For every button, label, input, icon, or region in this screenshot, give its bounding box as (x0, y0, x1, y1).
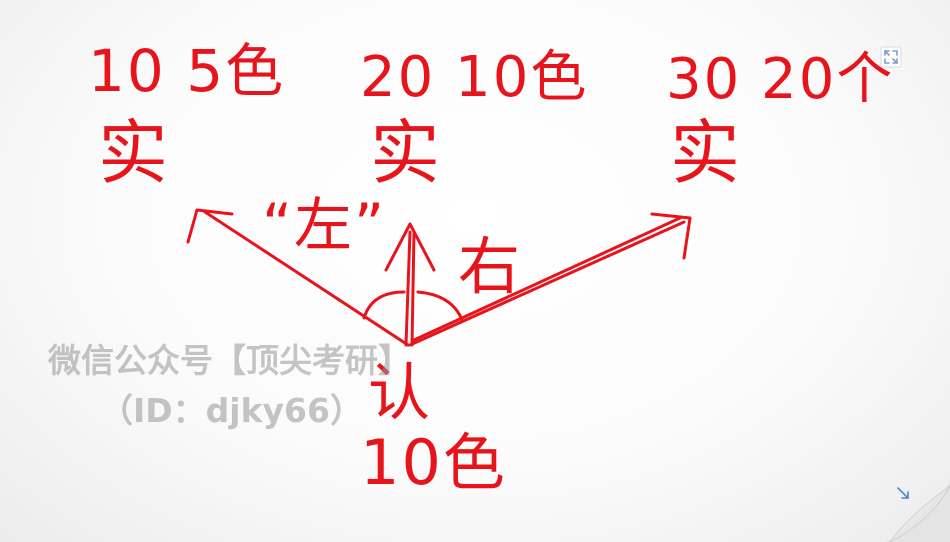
center-arrow-head (384, 222, 436, 272)
bottom-top-label: 认 (368, 356, 433, 429)
expand-icon[interactable] (880, 46, 902, 68)
right-arrow-label: 右 (458, 230, 523, 303)
left-arrow-head (186, 208, 234, 244)
center-bottom-label: 实 (370, 112, 442, 194)
bottom-bottom-label: 10色 (360, 426, 507, 499)
page-curl-icon (886, 482, 950, 542)
watermark-line-2: （ID：djky66） (100, 391, 363, 430)
left-bottom-label: 实 (98, 112, 170, 194)
center-top-label: 20 10色 (360, 45, 589, 110)
left-arrow-label: “左” (262, 191, 387, 259)
right-angle-arc (416, 290, 464, 322)
center-arrow-line (404, 230, 412, 347)
right-arrow-line-2 (412, 216, 682, 342)
left-top-label: 10 5色 (88, 37, 286, 105)
right-arrow-head (650, 212, 692, 260)
watermark-line-1: 微信公众号【顶尖考研】 (48, 341, 411, 380)
resize-icon[interactable] (894, 484, 912, 502)
right-top-label: 30 20个 (666, 47, 895, 112)
center-arrow-line-2 (410, 230, 416, 347)
left-angle-arc (362, 290, 406, 320)
right-bottom-label: 实 (670, 112, 742, 194)
left-arrow-line (203, 210, 410, 347)
right-arrow-line (408, 220, 686, 347)
